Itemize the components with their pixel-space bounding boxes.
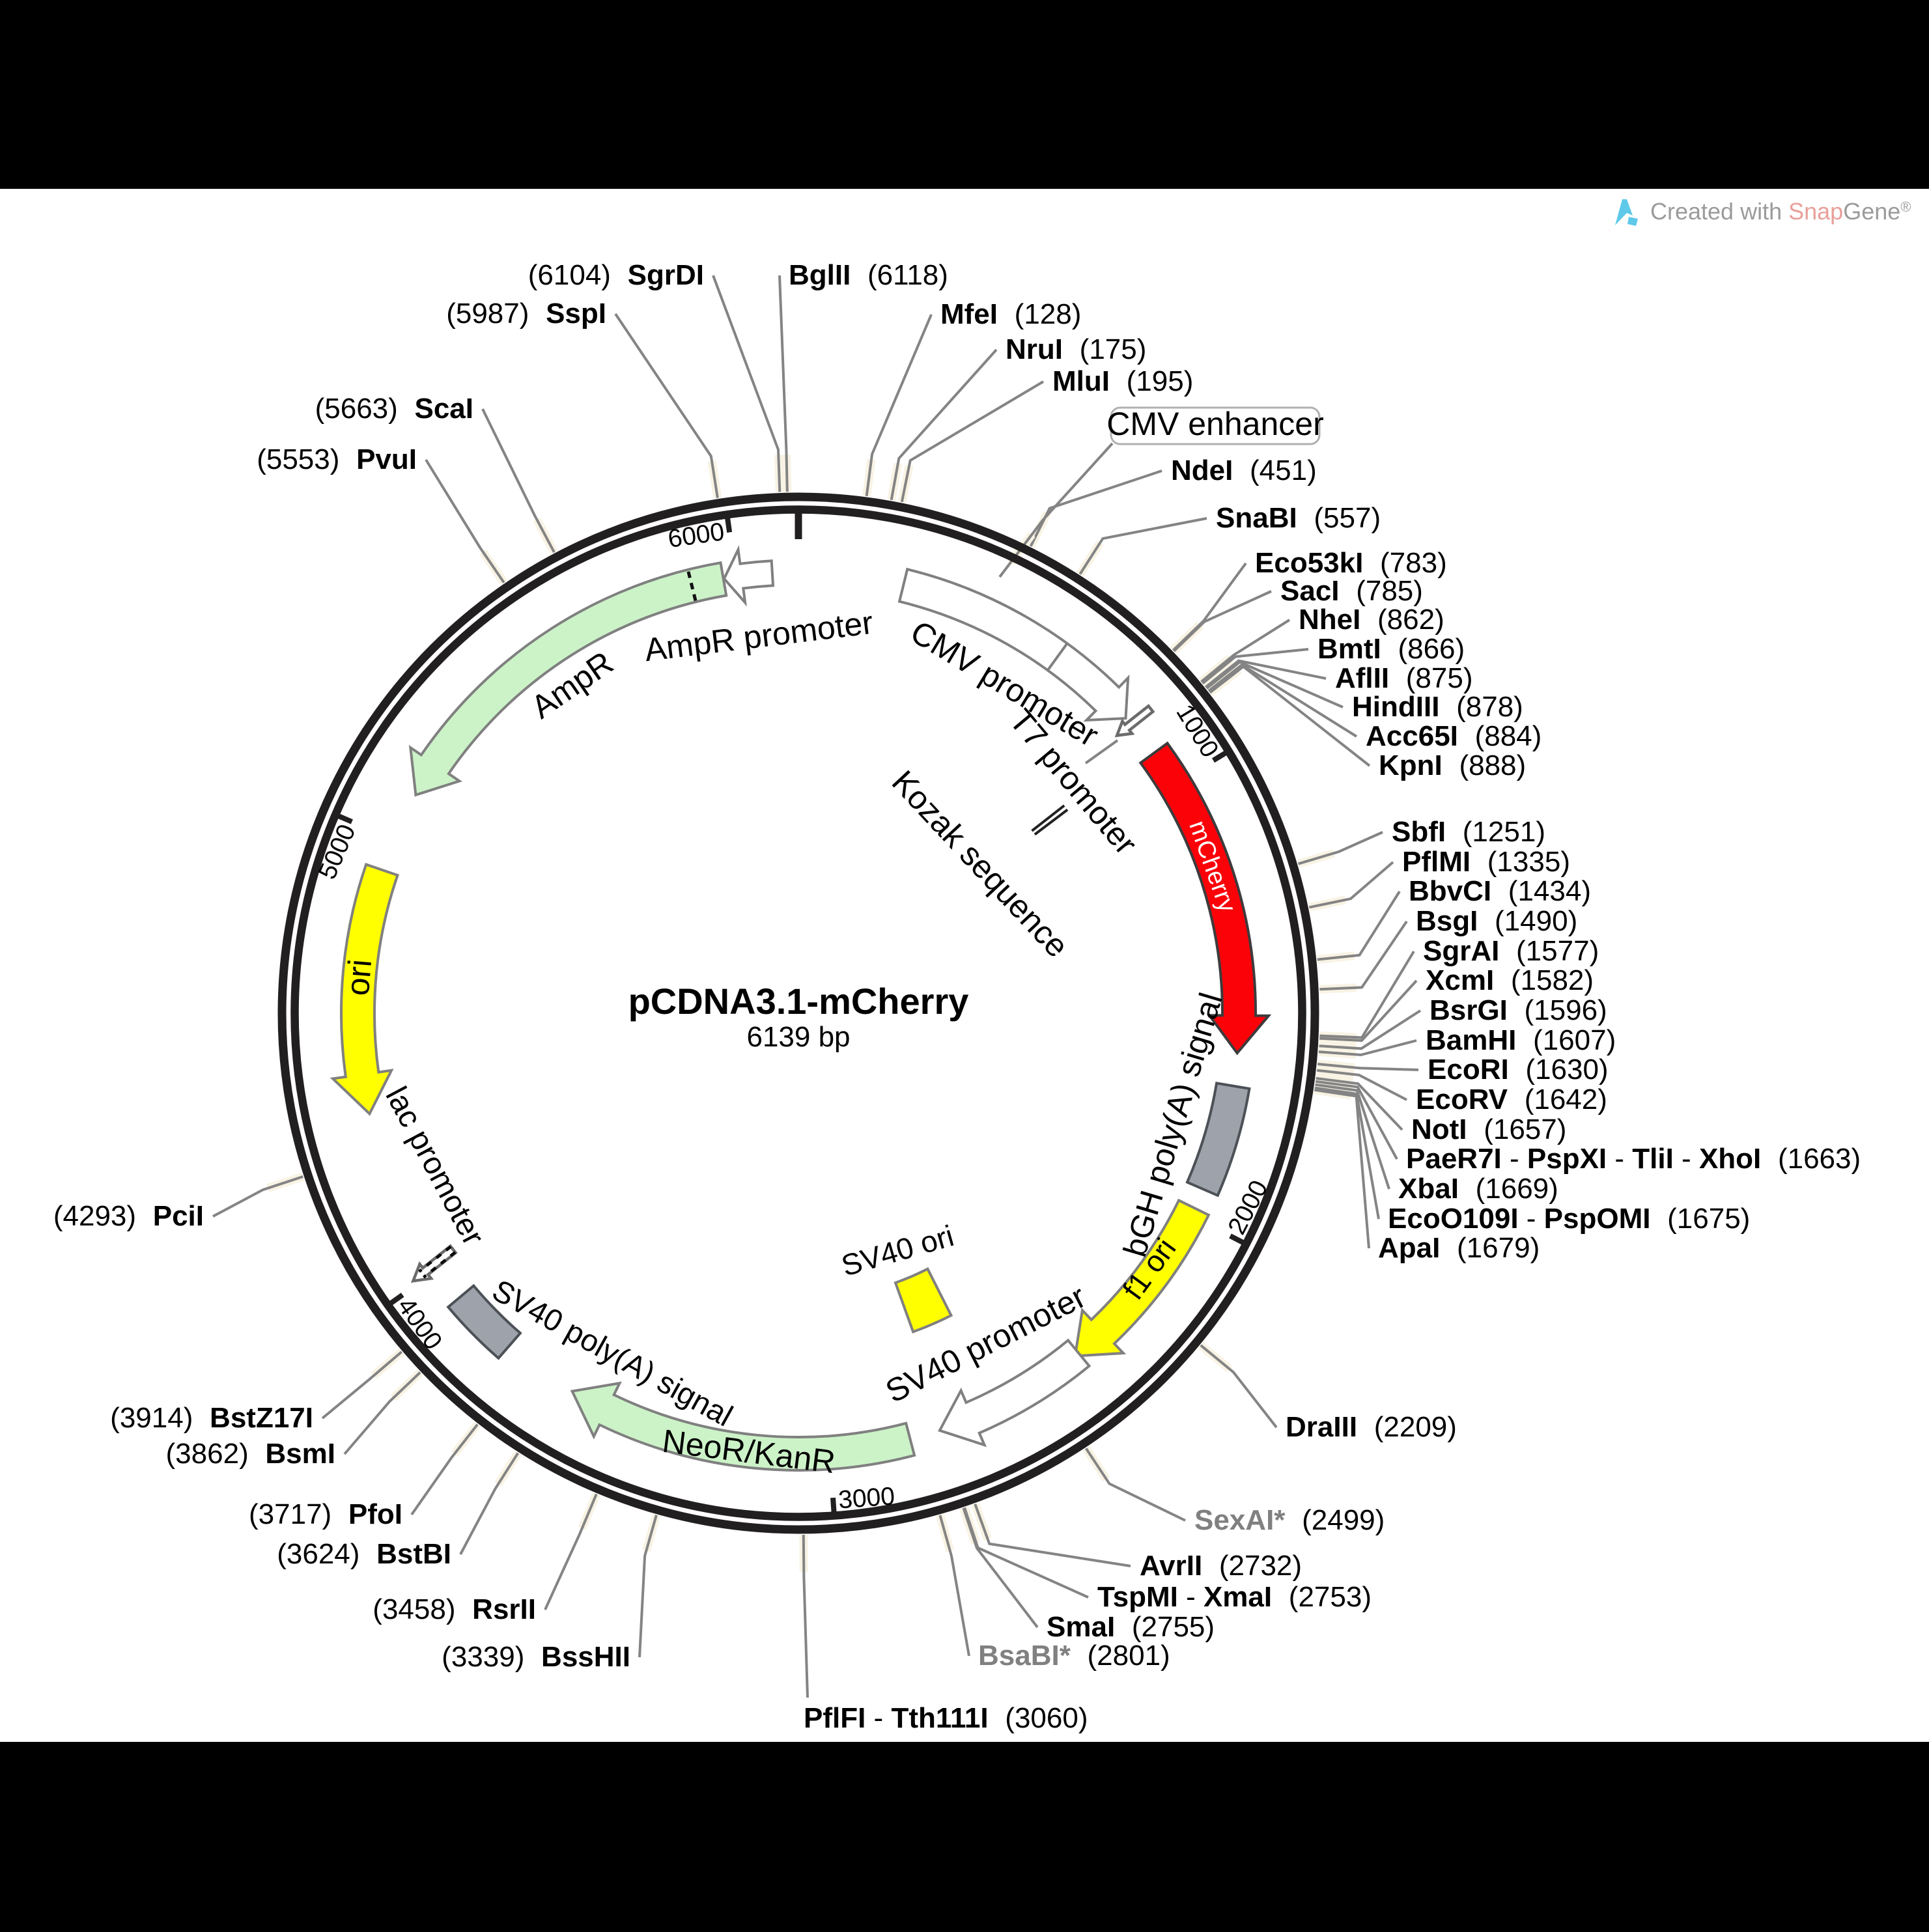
svg-text:EcoO109I - PspOMI (1675): EcoO109I - PspOMI (1675)	[1388, 1203, 1750, 1235]
svg-text:(4293) PciI: (4293) PciI	[53, 1200, 204, 1232]
svg-text:SmaI (2755): SmaI (2755)	[1047, 1611, 1215, 1643]
svg-text:SexAI* (2499): SexAI* (2499)	[1194, 1504, 1385, 1536]
svg-text:NruI (175): NruI (175)	[1006, 333, 1146, 365]
svg-text:TspMI - XmaI (2753): TspMI - XmaI (2753)	[1097, 1581, 1372, 1613]
svg-text:MfeI (128): MfeI (128)	[940, 298, 1081, 330]
svg-text:(5553) PvuI: (5553) PvuI	[257, 443, 417, 475]
svg-text:XcmI (1582): XcmI (1582)	[1426, 964, 1594, 996]
svg-text:ori: ori	[339, 958, 378, 997]
svg-text:(5663) ScaI: (5663) ScaI	[315, 393, 473, 425]
svg-text:PflFI - Tth111I (3060): PflFI - Tth111I (3060)	[804, 1702, 1088, 1734]
svg-text:ApaI (1679): ApaI (1679)	[1378, 1232, 1540, 1264]
svg-text:BsaBI* (2801): BsaBI* (2801)	[978, 1640, 1170, 1672]
svg-text:DraIII (2209): DraIII (2209)	[1286, 1411, 1457, 1443]
svg-text:PflMI (1335): PflMI (1335)	[1402, 846, 1570, 878]
svg-text:(3862) BsmI: (3862) BsmI	[166, 1438, 335, 1470]
svg-text:EcoRV (1642): EcoRV (1642)	[1416, 1084, 1607, 1115]
svg-text:pCDNA3.1-mCherry: pCDNA3.1-mCherry	[628, 981, 969, 1022]
svg-text:BsrGI (1596): BsrGI (1596)	[1429, 994, 1607, 1026]
svg-text:NotI (1657): NotI (1657)	[1411, 1113, 1566, 1145]
svg-text:Eco53kI (783): Eco53kI (783)	[1255, 547, 1447, 579]
svg-text:BamHI (1607): BamHI (1607)	[1426, 1024, 1616, 1056]
svg-text:(5987) SspI: (5987) SspI	[446, 298, 606, 329]
svg-text:BglII (6118): BglII (6118)	[789, 259, 948, 291]
svg-text:(3717) PfoI: (3717) PfoI	[249, 1498, 402, 1530]
svg-text:KpnI (888): KpnI (888)	[1379, 749, 1526, 781]
svg-text:Created with SnapGene®: Created with SnapGene®	[1650, 198, 1911, 225]
svg-text:XbaI (1669): XbaI (1669)	[1398, 1173, 1558, 1205]
svg-text:(3339) BssHII: (3339) BssHII	[442, 1641, 630, 1673]
svg-text:(3458) RsrII: (3458) RsrII	[373, 1593, 536, 1625]
svg-text:HindIII (878): HindIII (878)	[1352, 691, 1523, 723]
svg-text:BbvCI (1434): BbvCI (1434)	[1409, 875, 1591, 907]
svg-text:BsgI (1490): BsgI (1490)	[1416, 905, 1577, 937]
svg-text:(3914) BstZ17I: (3914) BstZ17I	[110, 1402, 313, 1434]
svg-text:(6104) SgrDI: (6104) SgrDI	[528, 259, 704, 291]
svg-text:Acc65I (884): Acc65I (884)	[1366, 720, 1542, 752]
svg-text:3000: 3000	[838, 1482, 896, 1514]
svg-text:AflII (875): AflII (875)	[1335, 662, 1473, 694]
svg-text:SbfI (1251): SbfI (1251)	[1392, 816, 1545, 848]
svg-text:SnaBI (557): SnaBI (557)	[1216, 502, 1381, 534]
svg-text:EcoRI (1630): EcoRI (1630)	[1428, 1054, 1609, 1085]
svg-text:SgrAI (1577): SgrAI (1577)	[1423, 935, 1599, 967]
svg-text:SacI (785): SacI (785)	[1280, 575, 1423, 607]
svg-text:PaeR7I - PspXI - TliI - XhoI: PaeR7I - PspXI - TliI - XhoI (1663)	[1406, 1143, 1861, 1175]
svg-text:BmtI (866): BmtI (866)	[1317, 633, 1465, 665]
svg-text:AvrII (2732): AvrII (2732)	[1140, 1550, 1302, 1582]
svg-text:NdeI (451): NdeI (451)	[1171, 455, 1317, 486]
svg-text:MluI (195): MluI (195)	[1052, 365, 1193, 397]
svg-text:6139 bp: 6139 bp	[746, 1021, 850, 1053]
svg-text:CMV enhancer: CMV enhancer	[1106, 406, 1324, 442]
svg-text:NheI (862): NheI (862)	[1299, 604, 1444, 636]
svg-text:(3624) BstBI: (3624) BstBI	[277, 1538, 451, 1570]
